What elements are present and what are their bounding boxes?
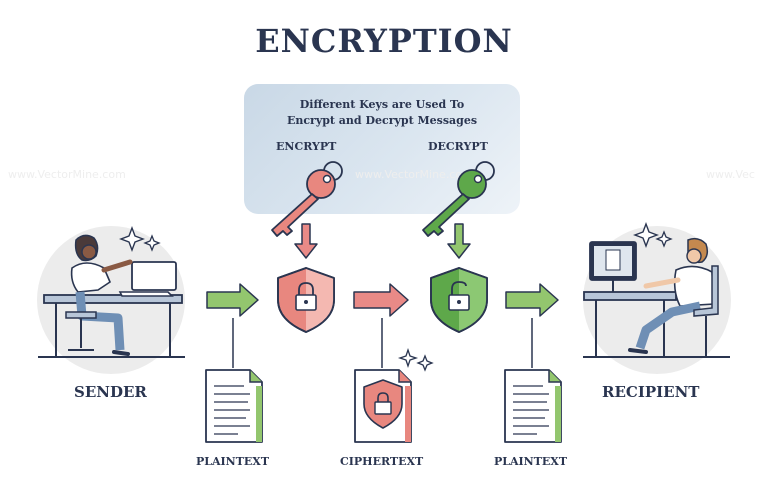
flow-arrow-red [353, 283, 409, 317]
sparkle-icon [397, 347, 419, 369]
page-title: ENCRYPTION [255, 22, 513, 60]
watermark-right: www.Vec [706, 168, 755, 181]
sparkle-icon [416, 354, 434, 372]
document-icon [504, 369, 562, 443]
keys-panel-caption: Different Keys are Used To Encrypt and D… [244, 97, 520, 129]
watermark-left: www.VectorMine.com [8, 168, 126, 181]
document-icon [205, 369, 263, 443]
sender-illustration [37, 226, 185, 374]
encrypt-label: ENCRYPT [276, 140, 337, 153]
flow-arrow-green-2 [505, 283, 559, 317]
person-icon [65, 234, 133, 356]
monitor-icon [589, 241, 637, 292]
sparkle-icon [633, 222, 659, 248]
sender-label: SENDER [74, 383, 147, 401]
sparkle-icon [143, 234, 161, 252]
plaintext-label-1: PLAINTEXT [196, 455, 270, 468]
recipient-illustration [583, 222, 731, 374]
plaintext-label-2: PLAINTEXT [494, 455, 568, 468]
keys-caption-line1: Different Keys are Used To [299, 98, 465, 111]
unlock-shield-icon [430, 267, 488, 333]
document-icon [354, 369, 412, 443]
sparkle-icon [119, 226, 145, 252]
lock-shield-icon [363, 379, 403, 429]
encrypt-key-icon [271, 161, 343, 237]
watermark-center: www.VectorMine.com [355, 168, 473, 181]
encrypt-down-arrow [294, 223, 318, 259]
decrypt-label: DECRYPT [428, 140, 488, 153]
recipient-label: RECIPIENT [602, 383, 700, 401]
sparkle-icon [655, 230, 673, 248]
ciphertext-label: CIPHERTEXT [340, 455, 424, 468]
person-icon [628, 237, 719, 356]
laptop-icon [118, 261, 177, 297]
decrypt-key-icon [422, 161, 495, 237]
keys-caption-line2: Encrypt and Decrypt Messages [286, 114, 478, 127]
lock-shield-icon [277, 267, 335, 333]
flow-arrow-green-1 [206, 283, 259, 317]
decrypt-down-arrow [447, 223, 471, 259]
